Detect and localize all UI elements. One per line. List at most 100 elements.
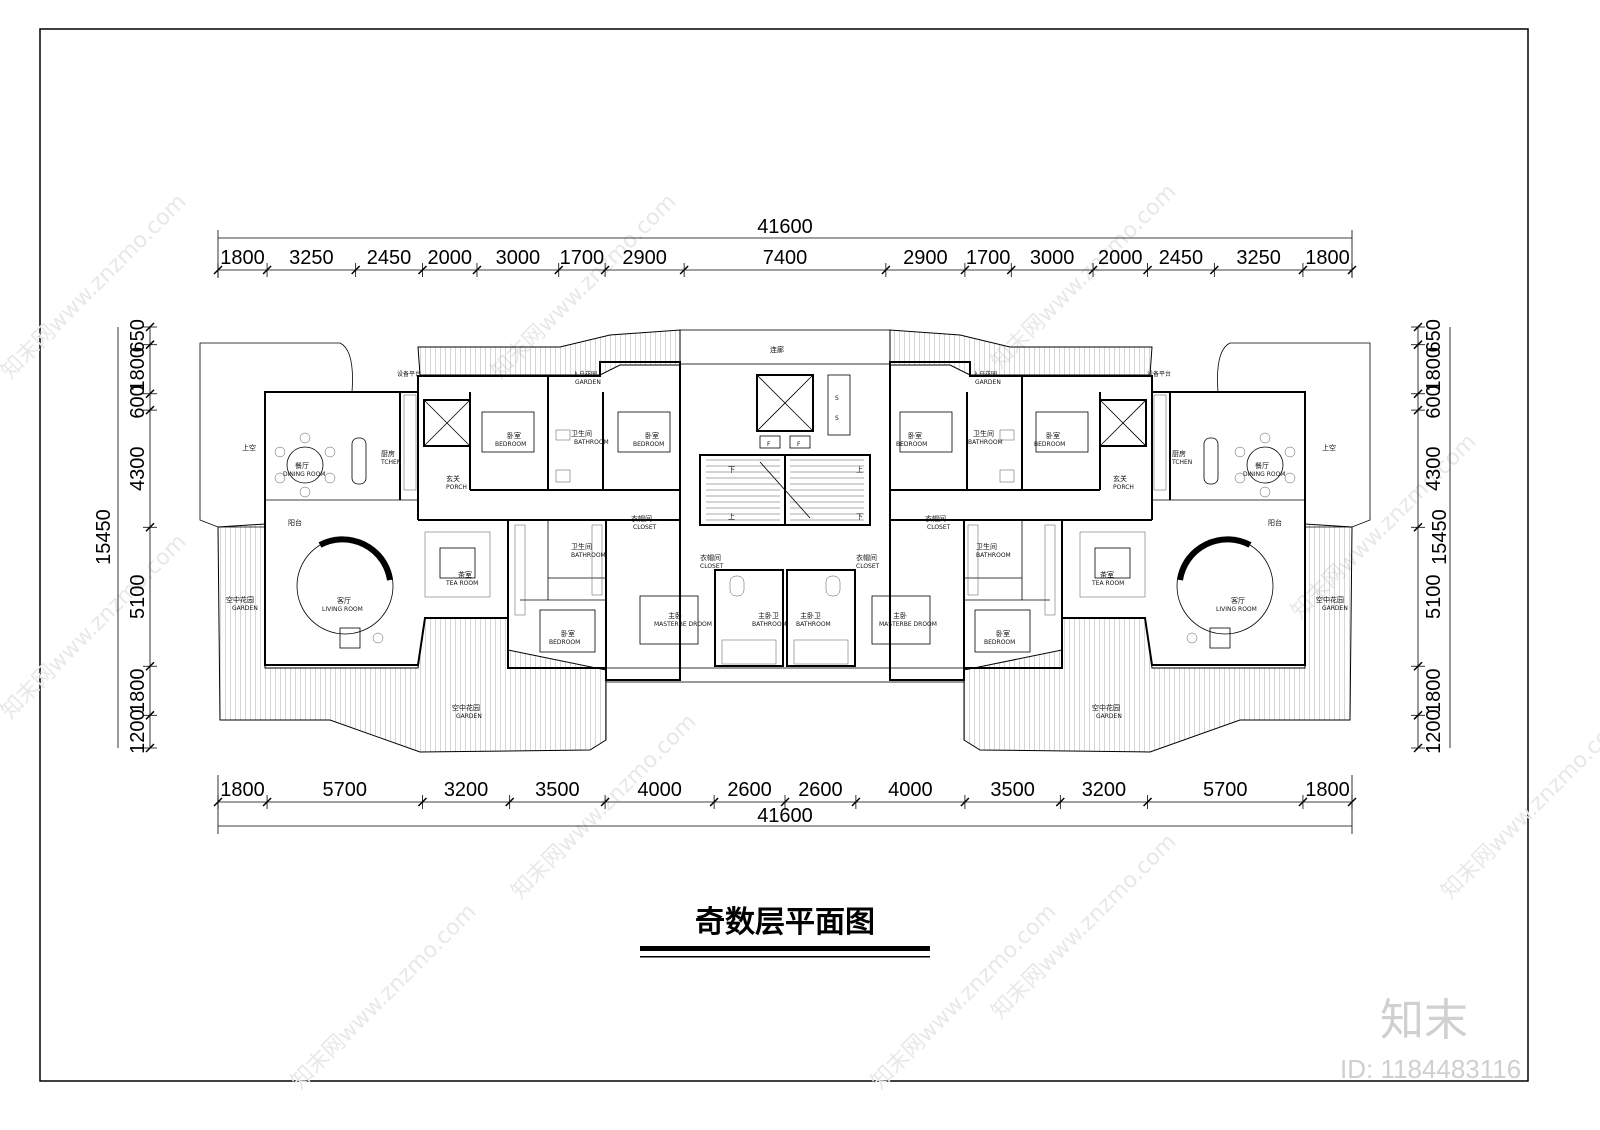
right-dim-slash-7: [1413, 743, 1423, 753]
bottom-dim-segment-8: 3500: [990, 779, 1035, 801]
bottom-dim-segment-1: 5700: [323, 779, 368, 801]
top-dim-segment-13: 3250: [1236, 247, 1281, 269]
equipment-label-left: 设备平台: [397, 370, 421, 378]
garden-entry-label-left: 入户花园: [573, 370, 597, 378]
right-dim-slash-6: [1413, 710, 1423, 720]
kitchen-en-right: TCHEN: [1171, 459, 1192, 466]
elevator-left: [423, 399, 471, 447]
watermark-0: 知末网www.znzmo.com: [0, 189, 191, 384]
top-dim-segment-10: 3000: [1030, 247, 1075, 269]
balcony-label-right: 阳台: [1268, 518, 1282, 527]
bottom-dim-slash-7: [851, 797, 861, 807]
living-en-left: LIVING ROOM: [322, 606, 363, 613]
corridor: [679, 329, 891, 365]
sky-garden-side-en-right: GARDEN: [1322, 605, 1348, 612]
stair-up-left: 上: [728, 512, 735, 521]
unit-right-structure: [786, 329, 1371, 753]
right-dim-segment-6: 1200: [1423, 709, 1445, 754]
bottom-dim-slash-12: [1347, 797, 1357, 807]
garden-entry-en-left: GARDEN: [575, 379, 601, 386]
bottom-dim-segment-2: 3200: [444, 779, 489, 801]
bottom-dim-slash-6: [780, 797, 790, 807]
bottom-dim-slash-5: [709, 797, 719, 807]
title-underline-thick: [640, 946, 930, 951]
title-underline-thin: [640, 956, 930, 958]
stair-down-left: 下: [728, 466, 735, 474]
bottom-dim-slash-3: [505, 797, 515, 807]
top-dim-segment-9: 1700: [966, 247, 1011, 269]
top-dim-segment-12: 2450: [1159, 247, 1204, 269]
bottom-total-dimension: 41600: [757, 805, 813, 827]
tea-en-left: TEA ROOM: [445, 580, 478, 587]
top-dim-segment-4: 3000: [496, 247, 541, 269]
top-dim-slash-4: [472, 265, 482, 275]
sky-garden-side-label-right: 空中花园: [1316, 595, 1344, 604]
watermark-9: 知末网www.znzmo.com: [1437, 709, 1600, 904]
dining-en-right: DINING ROOM: [1243, 471, 1285, 478]
void-label-left: 上空: [242, 443, 256, 452]
living-en-right: LIVING ROOM: [1216, 606, 1257, 613]
top-dim-segment-3: 2000: [427, 247, 472, 269]
bedroom-2-en-right: BEDROOM: [896, 441, 927, 448]
top-dim-segment-14: 1800: [1305, 247, 1350, 269]
bed-bedroom-2-left: [617, 411, 671, 453]
closet-2-en-right: CLOSET: [856, 563, 880, 570]
living-label-left: 客厅: [337, 596, 351, 605]
left-dim-segment-0: 650: [127, 319, 149, 352]
top-dim-segment-2: 2450: [367, 247, 412, 269]
bottom-dim-segment-9: 3200: [1082, 779, 1127, 801]
living-label-right: 客厅: [1231, 596, 1245, 605]
top-dim-slash-13: [1209, 265, 1219, 275]
right-dim-segment-4: 5100: [1423, 575, 1445, 620]
bottom-dim-segment-11: 1800: [1305, 779, 1350, 801]
bottom-dim-slash-1: [262, 797, 272, 807]
corridor-label: 连廊: [770, 345, 784, 354]
master-en-right: MASTERBE DROOM: [879, 621, 937, 628]
top-dim-slash-1: [262, 265, 272, 275]
sky-garden-side-label-left: 空中花园: [226, 595, 254, 604]
bedroom-1-en-right: BEDROOM: [1034, 441, 1065, 448]
left-dim-slash-7: [145, 743, 155, 753]
right-dim-slash-0: [1413, 322, 1423, 332]
drawing-title: 奇数层平面图: [695, 905, 875, 940]
bottom-dim-slash-0: [213, 797, 223, 807]
right-dim-slash-4: [1413, 522, 1423, 532]
bathroom-2-en-right: BATHROOM: [976, 552, 1011, 559]
bathroom-2-en-left: BATHROOM: [571, 552, 606, 559]
bathroom-1-label-right: 卫生间: [973, 429, 994, 438]
garden-entry-en-right: GARDEN: [975, 379, 1001, 386]
garden-entry-label-right: 入户花园: [973, 370, 997, 378]
tea-label-right: 茶室: [1100, 570, 1114, 579]
void-label-right: 上空: [1322, 443, 1336, 452]
closet-2-label-right: 衣帽间: [856, 553, 877, 562]
top-dim-segment-0: 1800: [220, 247, 265, 269]
bottom-dim-slash-8: [960, 797, 970, 807]
dining-en-left: DINING ROOM: [283, 471, 325, 478]
elevator-f-left: F: [767, 441, 771, 448]
master-label-right: 主卧: [893, 611, 907, 620]
void-outline-left: [199, 342, 353, 528]
sky-garden-bottom-label-left: 空中花园: [452, 703, 480, 712]
sheet-frame: [39, 28, 1529, 1082]
top-dim-slash-11: [1088, 265, 1098, 275]
top-dim-slash-9: [960, 265, 970, 275]
sky-garden-bottom-en-right: GARDEN: [1096, 713, 1122, 720]
left-dim-segment-3: 4300: [127, 446, 149, 491]
top-dim-slash-14: [1298, 265, 1308, 275]
bedroom-1-label-left: 卧室: [507, 431, 521, 440]
stair-up-right: 上: [856, 465, 863, 474]
right-dim-segment-5: 1800: [1423, 669, 1445, 714]
kitchen-en-left: TCHEN: [380, 459, 401, 466]
bedroom-3-label-right: 卧室: [996, 629, 1010, 638]
right-dim-slash-3: [1413, 405, 1423, 415]
top-dim-slash-0: [213, 265, 223, 275]
porch-label-left: 玄关: [446, 474, 460, 483]
closet-1-label-right: 衣帽间: [925, 514, 946, 523]
bathroom-2-label-left: 卫生间: [571, 542, 592, 551]
left-total-dimension: 15450: [93, 509, 115, 565]
watermark-2: 知末网www.znzmo.com: [987, 179, 1182, 374]
dining-label-right: 餐厅: [1255, 461, 1269, 470]
bottom-dim-segment-4: 4000: [637, 779, 682, 801]
